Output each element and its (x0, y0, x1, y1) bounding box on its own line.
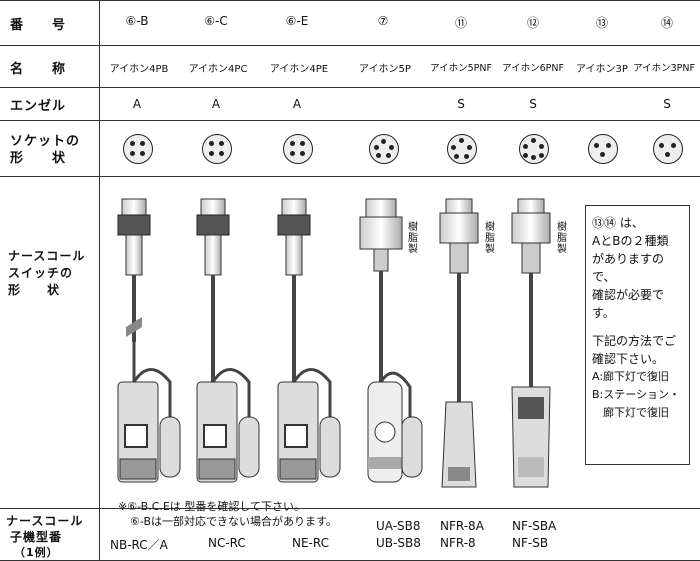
socket-icon-4pin (123, 134, 153, 164)
row-label-child-3: （1例） (14, 546, 59, 559)
note-line: 下記の方法でご (592, 334, 677, 348)
col-name-3: アイホン4PE (269, 64, 329, 75)
note-line: 確認が必要です。 (592, 288, 665, 320)
note-line: B:ステーション・ (592, 388, 681, 401)
row-label-ensel: エンゼル (10, 99, 67, 114)
col-ensel-1: A (132, 97, 142, 111)
col-number-2: ⑥-C (204, 14, 228, 28)
row-label-switch-1: ナースコール (8, 249, 86, 263)
socket-icon-5pin (447, 134, 477, 164)
child-model-5b: NFR-8 (440, 536, 476, 550)
socket-icon-6pin (519, 134, 549, 164)
note-line: A:廊下灯で復旧 (592, 370, 670, 383)
col-name-1: アイホン4PB (109, 64, 169, 75)
row-label-number: 番 号 (10, 18, 67, 33)
socket-icon-4pin (283, 134, 313, 164)
plug-5pnf-icon (439, 198, 479, 488)
child-model-2: NC-RC (208, 536, 246, 550)
note-line: ⑬⑭ は、 (592, 216, 644, 230)
note-line: AとBの２種類 (592, 234, 669, 248)
col-name-6: アイホン6PNF (502, 63, 564, 74)
col-ensel-8: S (663, 97, 671, 111)
child-model-1: NB-RC／A (110, 538, 168, 552)
col-ensel-5: S (457, 97, 465, 111)
socket-icon-3pin (653, 134, 683, 164)
col-number-1: ⑥-B (125, 14, 149, 28)
note-line: がありますので、 (592, 252, 665, 284)
col-number-3: ⑥-E (285, 14, 309, 28)
col-name-5: アイホン5PNF (430, 63, 492, 74)
row-label-name: 名 称 (10, 62, 67, 77)
plug-4p-icon (277, 198, 341, 483)
row-label-child-2: 子機型番 (10, 530, 63, 544)
note-line: 確認下さい。 (592, 352, 665, 366)
col-number-5: ⑪ (454, 16, 467, 30)
note-box: ⑬⑭ は、 AとBの２種類 がありますので、 確認が必要です。 下記の方法でご … (585, 205, 690, 465)
child-model-6a: NF-SBA (512, 519, 557, 533)
child-model-4a: UA-SB8 (376, 519, 421, 533)
col-name-7: アイホン3P (576, 64, 628, 75)
row-label-socket-2: 形 状 (10, 151, 67, 166)
child-model-3: NE-RC (292, 536, 330, 550)
col-name-8: アイホン3PNF (633, 63, 695, 74)
col-number-7: ⑬ (595, 16, 608, 30)
plug-4p-icon (196, 198, 260, 483)
row-label-switch-3: 形 状 (8, 283, 61, 297)
row-label-child-1: ナースコール (6, 514, 84, 528)
child-model-5a: NFR-8A (440, 519, 484, 533)
footnote-2: ⑥-Bは一部対応できない場合があります。 (130, 515, 337, 528)
col-ensel-6: S (529, 97, 537, 111)
col-number-4: ⑦ (377, 14, 389, 28)
nurse-call-switch-drawings (117, 198, 551, 488)
resin-label: 樹脂製 (557, 222, 567, 255)
plug-4p-icon (117, 198, 181, 483)
resin-label: 樹脂製 (485, 222, 495, 255)
col-name-4: アイホン5P (359, 64, 411, 75)
col-number-6: ⑫ (526, 16, 539, 30)
socket-icon-3pin (588, 134, 618, 164)
col-name-2: アイホン4PC (188, 64, 248, 75)
plug-6pnf-icon (511, 198, 551, 488)
footnote-1: ※⑥-B.C.Eは 型番を確認して下さい。 (118, 500, 305, 513)
col-ensel-3: A (292, 97, 302, 111)
row-label-switch-2: スイッチの (8, 266, 74, 280)
child-model-4b: UB-SB8 (376, 536, 421, 550)
col-ensel-2: A (211, 97, 221, 111)
socket-icon-4pin (202, 134, 232, 164)
col-number-8: ⑭ (660, 16, 673, 30)
note-line: 廊下灯で復旧 (592, 406, 669, 419)
socket-icon-5pin (369, 134, 399, 164)
child-model-6b: NF-SB (512, 536, 549, 550)
resin-label: 樹脂製 (408, 222, 418, 255)
plug-5p-icon (359, 198, 423, 483)
row-label-socket-1: ソケットの (10, 134, 81, 149)
